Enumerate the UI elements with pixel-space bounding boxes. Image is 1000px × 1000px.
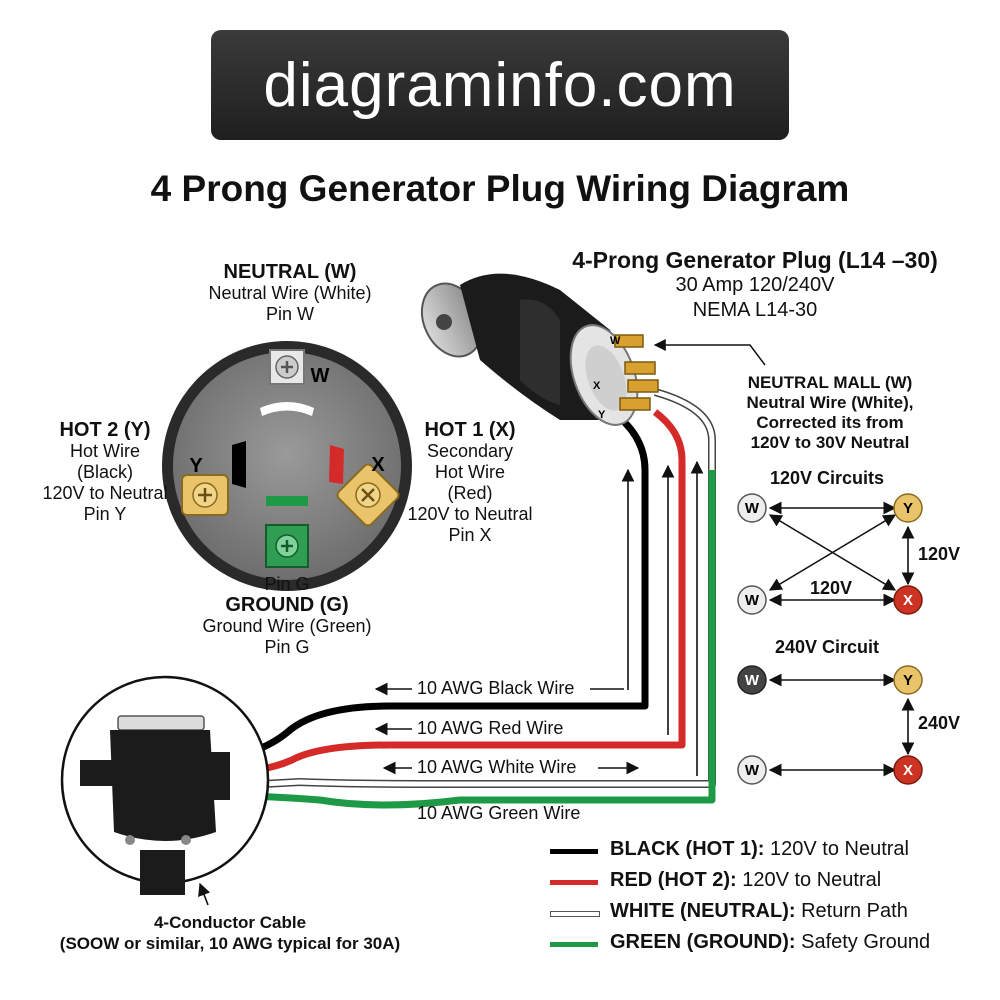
- white-wire-run: [224, 389, 715, 789]
- legend-desc-white: Return Path: [801, 900, 908, 922]
- cable-label: 4-Conductor Cable (SOOW or similar, 10 A…: [20, 912, 440, 954]
- pin-y-letter: Y: [189, 455, 203, 477]
- legend-swatch-red: [550, 880, 598, 885]
- circuit-120v-bottom-label: 120V: [810, 578, 853, 598]
- prong-x: [624, 361, 656, 375]
- neutral-slot: [260, 402, 314, 416]
- legend-desc-red: 120V to Neutral: [742, 869, 882, 891]
- prong-x-lower: [627, 379, 659, 393]
- prong-w: [614, 334, 644, 348]
- node-w-1: W: [745, 500, 760, 517]
- hot1-slot: [329, 445, 344, 484]
- cable-label-line1: 4-Conductor Cable: [153, 913, 307, 932]
- hot2-slot: [232, 441, 246, 488]
- circuits-120v-title: 120V Circuits: [770, 468, 885, 488]
- hot2-line1: Hot Wire: [69, 441, 140, 461]
- page-title: 4 Prong Generator Plug Wiring Diagram: [150, 168, 850, 209]
- receptacle-face: [162, 341, 412, 591]
- black-wire-run: [224, 415, 649, 762]
- hot1-label: HOT 1 (X) Secondary Hot Wire (Red) 120V …: [390, 420, 550, 546]
- ground-desc: Ground Wire (Green): [202, 616, 372, 636]
- neutral-note: NEUTRAL MALL (W) Neutral Wire (White), C…: [725, 373, 935, 453]
- plug-label: 4-Prong Generator Plug (L14 –30) 30 Amp …: [545, 248, 965, 323]
- white-wire-label: 10 AWG White Wire: [417, 757, 577, 777]
- neutral-note-line2: Neutral Wire (White),: [746, 393, 914, 412]
- black-wire-label: 10 AWG Black Wire: [417, 678, 575, 698]
- hot1-line4: 120V to Neutral: [407, 504, 533, 524]
- circuits-120v: [737, 493, 923, 615]
- neutral-heading: NEUTRAL (W): [223, 261, 357, 283]
- site-name: diagraminfo.com: [263, 50, 737, 120]
- red-wire-label: 10 AWG Red Wire: [417, 718, 564, 738]
- hot1-line3: (Red): [447, 483, 493, 503]
- circuit-240v-label: 240V: [918, 713, 961, 733]
- ground-pin-top: Pin G: [264, 574, 310, 594]
- node-x-1: X: [903, 592, 913, 609]
- ground-slot: [266, 496, 308, 506]
- site-banner: diagraminfo.com: [211, 30, 789, 140]
- legend-name-red: RED (HOT 2):: [610, 869, 737, 891]
- legend-name-green: GREEN (GROUND):: [610, 931, 796, 953]
- legend-swatch-black: [550, 849, 598, 854]
- pin-x-letter: X: [371, 454, 385, 476]
- neutral-note-line3: Corrected its from: [756, 413, 904, 432]
- neutral-note-pointer: [653, 339, 766, 366]
- node-x-2: X: [903, 762, 913, 779]
- plug-title: 4-Prong Generator Plug (L14 –30): [572, 247, 938, 273]
- neutral-note-line1: NEUTRAL MALL (W): [747, 373, 913, 392]
- pin-w-letter: W: [311, 365, 330, 387]
- hot2-heading: HOT 2 (Y): [59, 419, 151, 441]
- legend-name-white: WHITE (NEUTRAL):: [610, 900, 796, 922]
- plug-prong-y-letter: Y: [598, 409, 606, 421]
- cable-pointer: [198, 882, 211, 906]
- neutral-pin: Pin W: [265, 304, 314, 324]
- node-y-2: Y: [903, 672, 913, 689]
- neutral-label: NEUTRAL (W) Neutral Wire (White) Pin W: [170, 262, 410, 325]
- hot1-heading: HOT 1 (X): [424, 419, 516, 441]
- node-w-4: W: [745, 762, 760, 779]
- circuit-240v-title: 240V Circuit: [775, 637, 880, 657]
- node-y-1: Y: [903, 500, 913, 517]
- cable-connector: [60, 675, 270, 895]
- hot1-line2: Hot Wire: [434, 462, 505, 482]
- circuit-120v-vertical-label: 120V: [918, 544, 961, 564]
- hot2-label: HOT 2 (Y) Hot Wire (Black) 120V to Neutr…: [20, 420, 190, 525]
- wire-runs: [224, 388, 716, 809]
- circuit-240v: [737, 665, 923, 785]
- node-w-3: W: [745, 672, 760, 689]
- ground-pin: Pin G: [264, 637, 310, 657]
- neutral-note-line4: 120V to 30V Neutral: [750, 433, 910, 452]
- legend-name-black: BLACK (HOT 1):: [610, 838, 765, 860]
- green-wire-label: 10 AWG Green Wire: [417, 803, 581, 823]
- node-w-2: W: [745, 592, 760, 609]
- legend-desc-black: 120V to Neutral: [770, 838, 909, 860]
- neutral-desc: Neutral Wire (White): [208, 283, 372, 303]
- cable-label-line2: (SOOW or similar, 10 AWG typical for 30A…: [59, 934, 401, 953]
- generator-plug: [420, 273, 659, 426]
- plug-prong-w-letter: W: [610, 335, 621, 347]
- legend-swatch-green: [550, 942, 598, 947]
- hot2-line2: (Black): [76, 462, 133, 482]
- legend-swatch-white: [550, 911, 600, 917]
- plug-rating: 30 Amp 120/240V: [675, 274, 835, 296]
- plug-prong-x-letter: X: [593, 380, 601, 392]
- hot1-line1: Secondary: [426, 441, 514, 461]
- ground-heading: GROUND (G): [225, 594, 349, 616]
- hot2-line4: Pin Y: [83, 504, 127, 524]
- prong-y: [619, 397, 651, 411]
- hot2-line3: 120V to Neutral: [42, 483, 168, 503]
- hot1-line5: Pin X: [448, 525, 492, 545]
- legend-desc-green: Safety Ground: [801, 931, 931, 953]
- ground-label: Pin G GROUND (G) Ground Wire (Green) Pin…: [167, 574, 407, 658]
- plug-nema: NEMA L14-30: [692, 299, 818, 321]
